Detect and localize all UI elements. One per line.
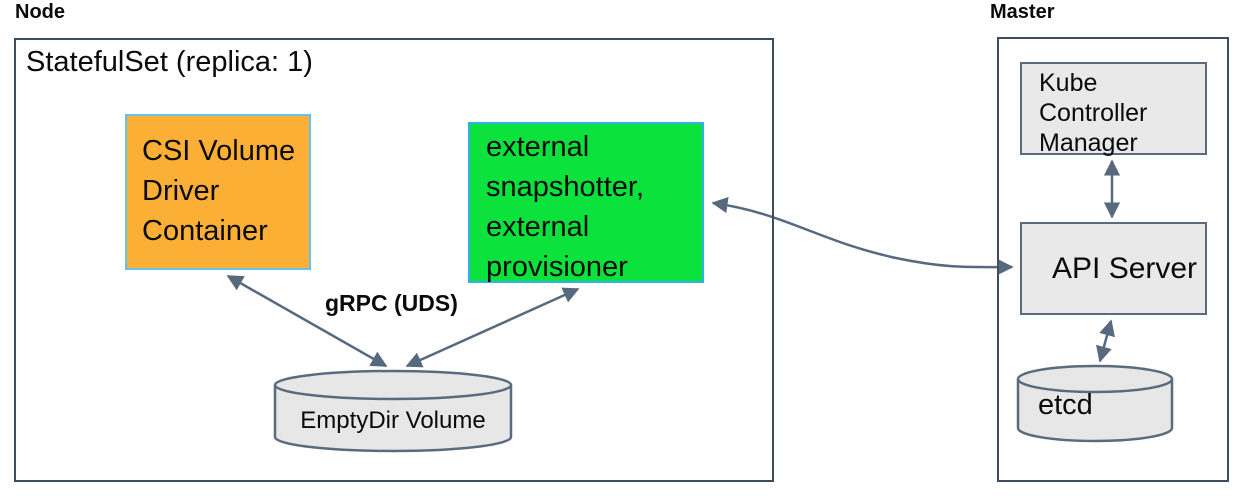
arrow-apiserver-etcd: [1096, 319, 1115, 363]
sidecar-box-line: external: [486, 211, 590, 243]
node-boundary-box: [14, 38, 774, 482]
etcd-label: etcd: [1038, 389, 1093, 421]
csi-box-line: Container: [142, 215, 268, 247]
sidecar-box-line: snapshotter,: [486, 171, 644, 203]
api-server-label: API Server: [1052, 251, 1198, 285]
master-boundary-box: [997, 37, 1229, 482]
arrow-csi-emptydir: [226, 274, 388, 368]
etcd-cylinder-shape: [1016, 364, 1174, 443]
kcm-box-line: Kube: [1039, 69, 1098, 97]
csi-volume-driver-container-box: CSI Volume Driver Container: [125, 114, 311, 270]
grpc-uds-label: gRPC (UDS): [325, 290, 458, 316]
external-sidecars-box: external snapshotter, external provision…: [468, 122, 704, 283]
master-group-label: Master: [990, 1, 1055, 23]
api-server-box: API Server: [1020, 222, 1207, 315]
csi-box-line: Driver: [142, 175, 220, 207]
emptydir-cylinder-shape: [273, 369, 513, 453]
sidecar-box-line: provisioner: [486, 251, 628, 283]
sidecar-box-line: external: [486, 131, 590, 163]
emptydir-volume-label: EmptyDir Volume: [300, 407, 486, 434]
csi-box-line: CSI Volume: [142, 135, 296, 167]
kcm-box-line: Controller: [1039, 99, 1148, 127]
kube-controller-manager-box: Kube Controller Manager: [1020, 62, 1207, 157]
arrow-sidecar-emptydir: [405, 287, 580, 368]
statefulset-label: StatefulSet (replica: 1): [26, 46, 313, 78]
arrow-sidecar-apiserver: [711, 196, 1014, 276]
node-group-label: Node: [15, 1, 65, 23]
kcm-box-line: Manager: [1039, 129, 1138, 157]
